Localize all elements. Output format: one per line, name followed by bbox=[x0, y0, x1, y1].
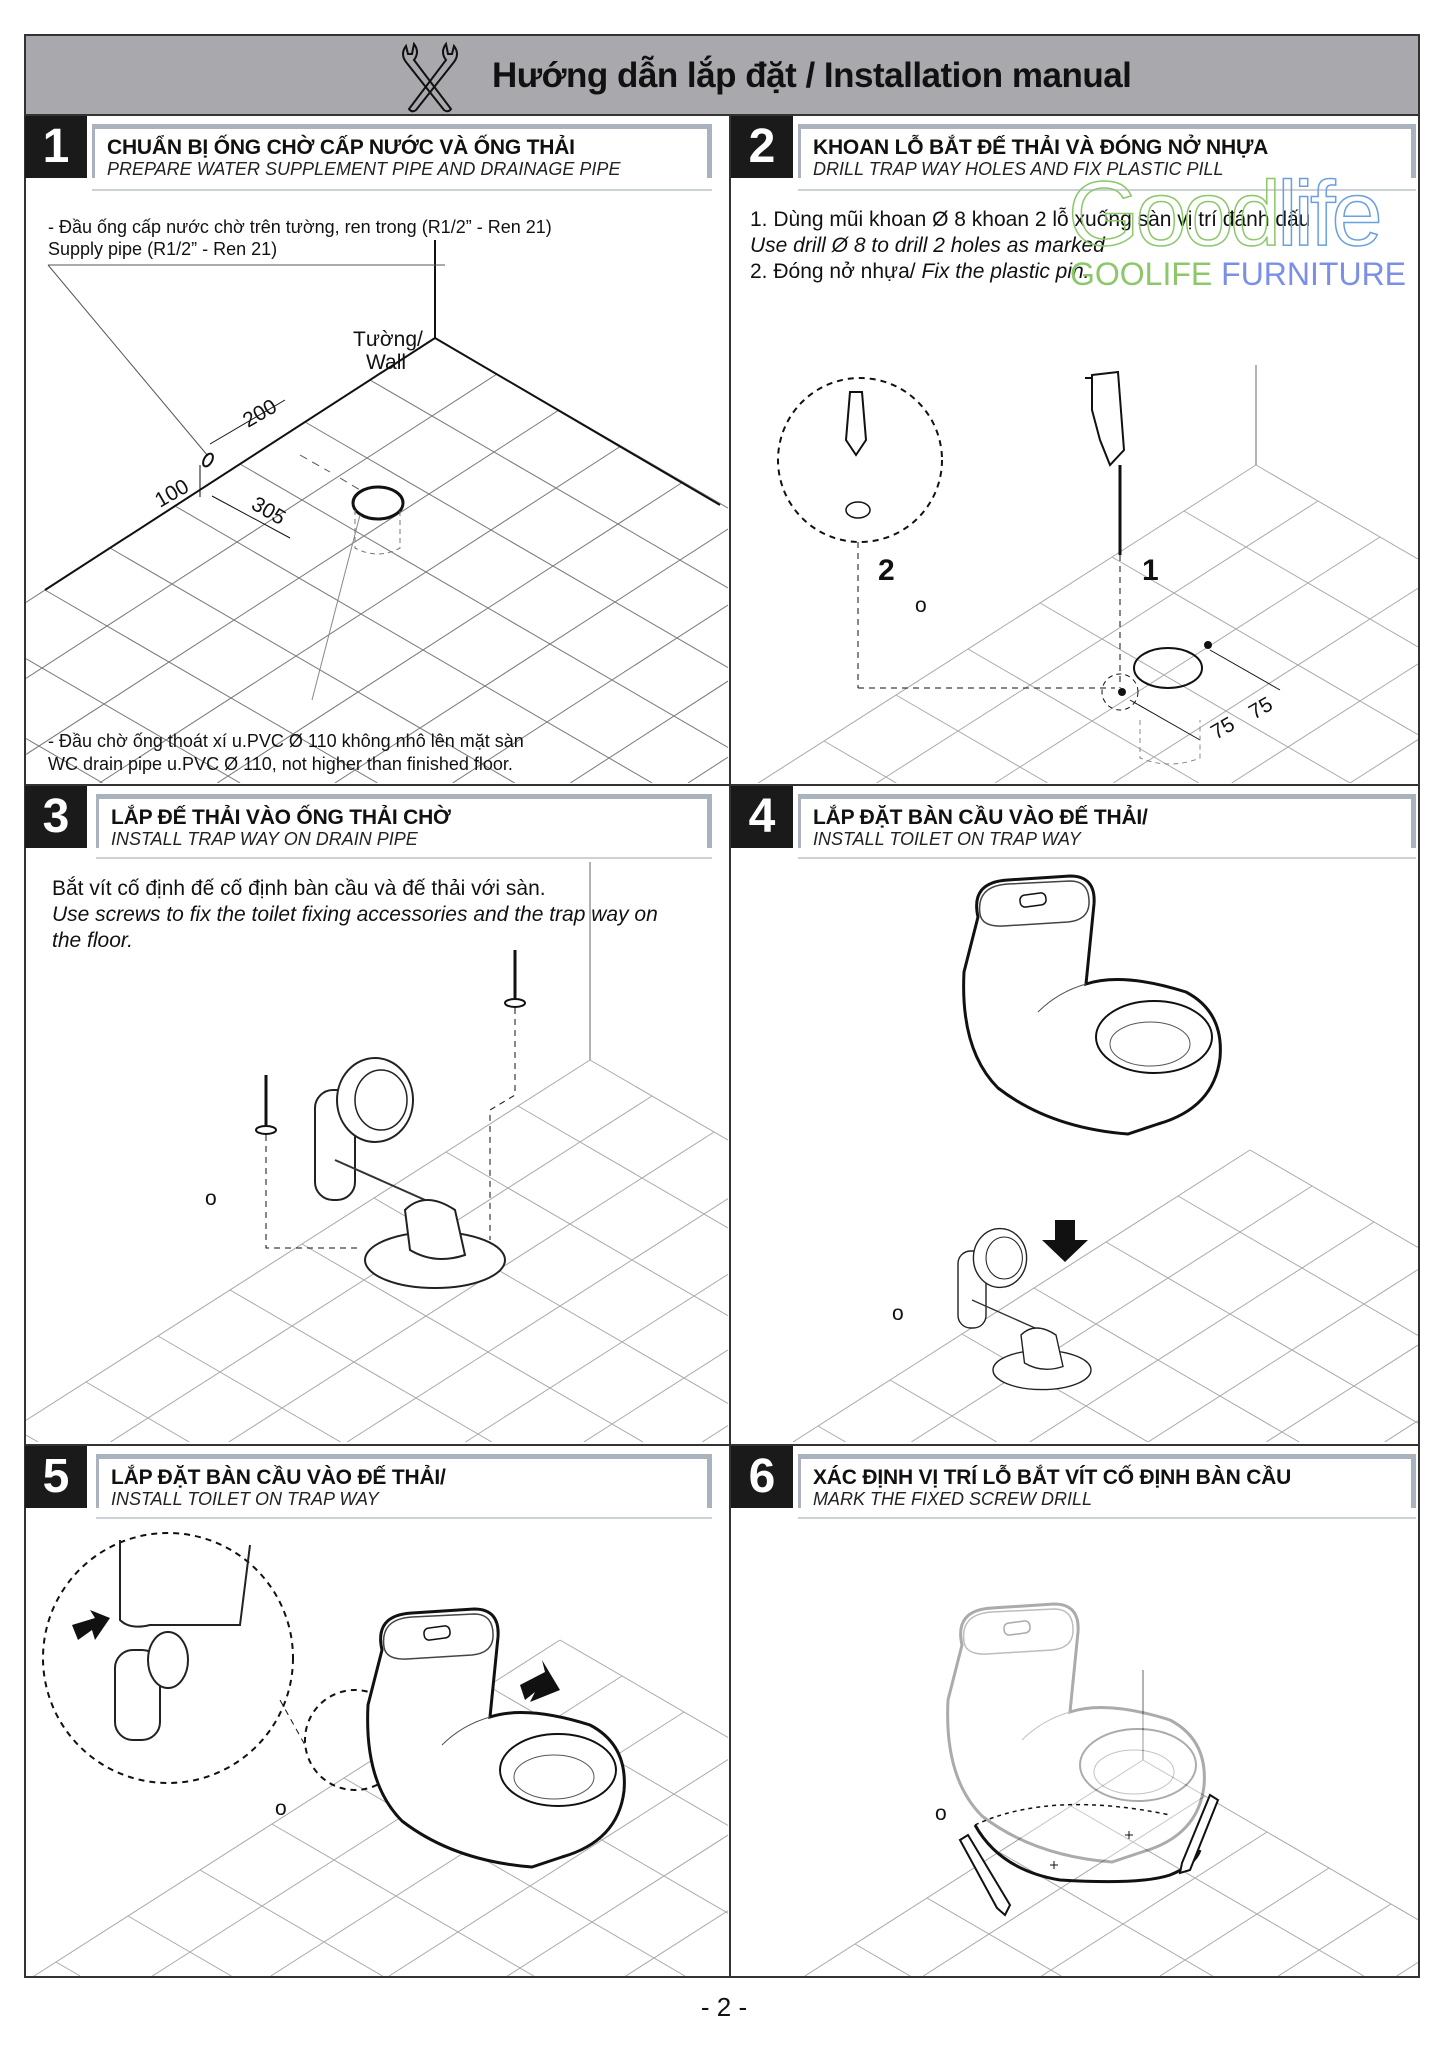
step-5-subtitle: INSTALL TOILET ON TRAP WAY bbox=[111, 1489, 379, 1509]
step-1-note-bottom-vi: - Đầu chờ ống thoát xí u.PVC Ø 110 không… bbox=[48, 731, 524, 751]
step-6-title: XÁC ĐỊNH VỊ TRÍ LỖ BẮT VÍT CỐ ĐỊNH BÀN C… bbox=[813, 1466, 1292, 1489]
manual-title: Hướng dẫn lắp đặt / Installation manual bbox=[492, 56, 1132, 95]
step-6-number: 6 bbox=[731, 1446, 793, 1508]
step-5-number: 5 bbox=[25, 1446, 87, 1508]
step-2-line1-en: Use drill Ø 8 to drill 2 holes as marked bbox=[750, 234, 1105, 257]
row-divider bbox=[24, 1444, 1420, 1446]
goodlife-watermark-text: GOOLIFE FURNITURE bbox=[1070, 256, 1406, 292]
step-4-number: 4 bbox=[731, 786, 793, 848]
step-4-header: LẮP ĐẶT BÀN CẦU VÀO ĐẾ THẢI/ INSTALL TOI… bbox=[798, 794, 1416, 849]
wrench-icon bbox=[402, 41, 458, 113]
watermark-brand-2: FURNITURE bbox=[1221, 256, 1407, 292]
step-2-underline bbox=[798, 189, 1416, 191]
step-2-line2-vi: 2. Đóng nở nhựa/ bbox=[750, 260, 922, 283]
page-number: - 2 - bbox=[700, 1992, 748, 2022]
step-3-header: LẮP ĐẾ THẢI VÀO ỐNG THẢI CHỜ INSTALL TRA… bbox=[96, 794, 712, 849]
step-4-underline bbox=[798, 857, 1416, 859]
goodlife-watermark-logo: Goodlife bbox=[1067, 163, 1383, 265]
step-4-title: LẮP ĐẶT BÀN CẦU VÀO ĐẾ THẢI/ bbox=[813, 806, 1148, 829]
step-3-number: 3 bbox=[25, 786, 87, 848]
step-2-number: 2 bbox=[731, 116, 793, 178]
page-frame bbox=[24, 34, 1420, 1978]
step-3-body-en-2: the floor. bbox=[52, 929, 133, 952]
step-6-header: XÁC ĐỊNH VỊ TRÍ LỖ BẮT VÍT CỐ ĐỊNH BÀN C… bbox=[798, 1454, 1416, 1509]
step-2-line1-vi: 1. Dùng mũi khoan Ø 8 khoan 2 lỗ xuống s… bbox=[750, 208, 1311, 231]
step-2-title: KHOAN LỖ BẮT ĐẾ THẢI VÀ ĐÓNG NỞ NHỰA bbox=[813, 136, 1269, 159]
step-3-title: LẮP ĐẾ THẢI VÀO ỐNG THẢI CHỜ bbox=[111, 806, 451, 829]
step-5-title: LẮP ĐẶT BÀN CẦU VÀO ĐẾ THẢI/ bbox=[111, 1466, 446, 1489]
step-3-subtitle: INSTALL TRAP WAY ON DRAIN PIPE bbox=[111, 829, 418, 849]
step-1-subtitle: PREPARE WATER SUPPLEMENT PIPE AND DRAINA… bbox=[107, 159, 621, 179]
step-4-subtitle: INSTALL TOILET ON TRAP WAY bbox=[813, 829, 1081, 849]
column-divider bbox=[729, 116, 731, 1978]
step-1-note-top-en: Supply pipe (R1/2” - Ren 21) bbox=[48, 239, 278, 259]
step-1-note-bottom-en: WC drain pipe u.PVC Ø 110, not higher th… bbox=[48, 754, 513, 774]
step-1-underline bbox=[92, 189, 712, 191]
step-6-underline bbox=[798, 1517, 1416, 1519]
step-5-header: LẮP ĐẶT BÀN CẦU VÀO ĐẾ THẢI/ INSTALL TOI… bbox=[96, 1454, 712, 1509]
step-6-subtitle: MARK THE FIXED SCREW DRILL bbox=[813, 1489, 1093, 1509]
manual-header: Hướng dẫn lắp đặt / Installation manual bbox=[24, 34, 1420, 116]
step-2-subtitle: DRILL TRAP WAY HOLES AND FIX PLASTIC PIL… bbox=[813, 159, 1224, 179]
step-3-body-vi: Bắt vít cố định đế cố định bàn cầu và đế… bbox=[52, 877, 546, 900]
step-3-body-en-1: Use screws to fix the toilet fixing acce… bbox=[52, 903, 658, 926]
step-5-underline bbox=[96, 1517, 712, 1519]
step-1-title: CHUẨN BỊ ỐNG CHỜ CẤP NƯỚC VÀ ỐNG THẢI bbox=[107, 136, 575, 159]
step-2-line2-en: Fix the plastic pin. bbox=[921, 260, 1090, 283]
step-3-underline bbox=[96, 857, 712, 859]
step-2-line2: 2. Đóng nở nhựa/ Fix the plastic pin. bbox=[750, 259, 1090, 285]
step-2-header: KHOAN LỖ BẮT ĐẾ THẢI VÀ ĐÓNG NỞ NHỰA DRI… bbox=[798, 124, 1416, 179]
watermark-brand-1: GOOLIFE bbox=[1070, 256, 1213, 292]
row-divider bbox=[24, 784, 1420, 786]
step-1-number: 1 bbox=[25, 116, 87, 178]
step-1-note-top-vi: - Đầu ống cấp nước chờ trên tường, ren t… bbox=[48, 217, 552, 237]
step-1-header: CHUẨN BỊ ỐNG CHỜ CẤP NƯỚC VÀ ỐNG THẢI PR… bbox=[92, 124, 712, 179]
